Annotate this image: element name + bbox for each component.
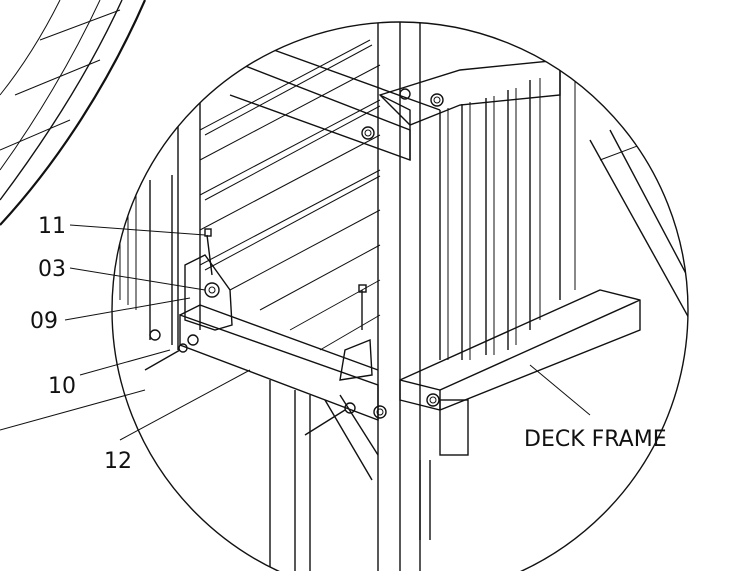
left-post xyxy=(149,100,201,350)
detail-view xyxy=(119,22,688,571)
callout-11: 11 xyxy=(38,214,66,239)
left-slats xyxy=(119,190,137,310)
callout-10: 10 xyxy=(48,374,76,399)
callout-12: 12 xyxy=(104,449,132,474)
leader-lines xyxy=(0,224,591,441)
deck-boards xyxy=(199,39,381,351)
lower-posts xyxy=(269,380,469,571)
callout-deck-frame: DECK FRAME xyxy=(524,427,667,452)
slide-edge xyxy=(0,0,147,226)
callout-03: 03 xyxy=(38,257,66,282)
callout-09: 09 xyxy=(30,309,58,334)
bolts xyxy=(144,228,373,436)
deck-frame-beam xyxy=(399,289,641,411)
corner-post xyxy=(377,22,421,571)
vertical-slats xyxy=(439,68,576,360)
top-beam xyxy=(229,44,441,161)
front-beam xyxy=(179,304,387,422)
callout-labels: 11 03 09 10 12 DECK FRAME xyxy=(30,214,667,474)
